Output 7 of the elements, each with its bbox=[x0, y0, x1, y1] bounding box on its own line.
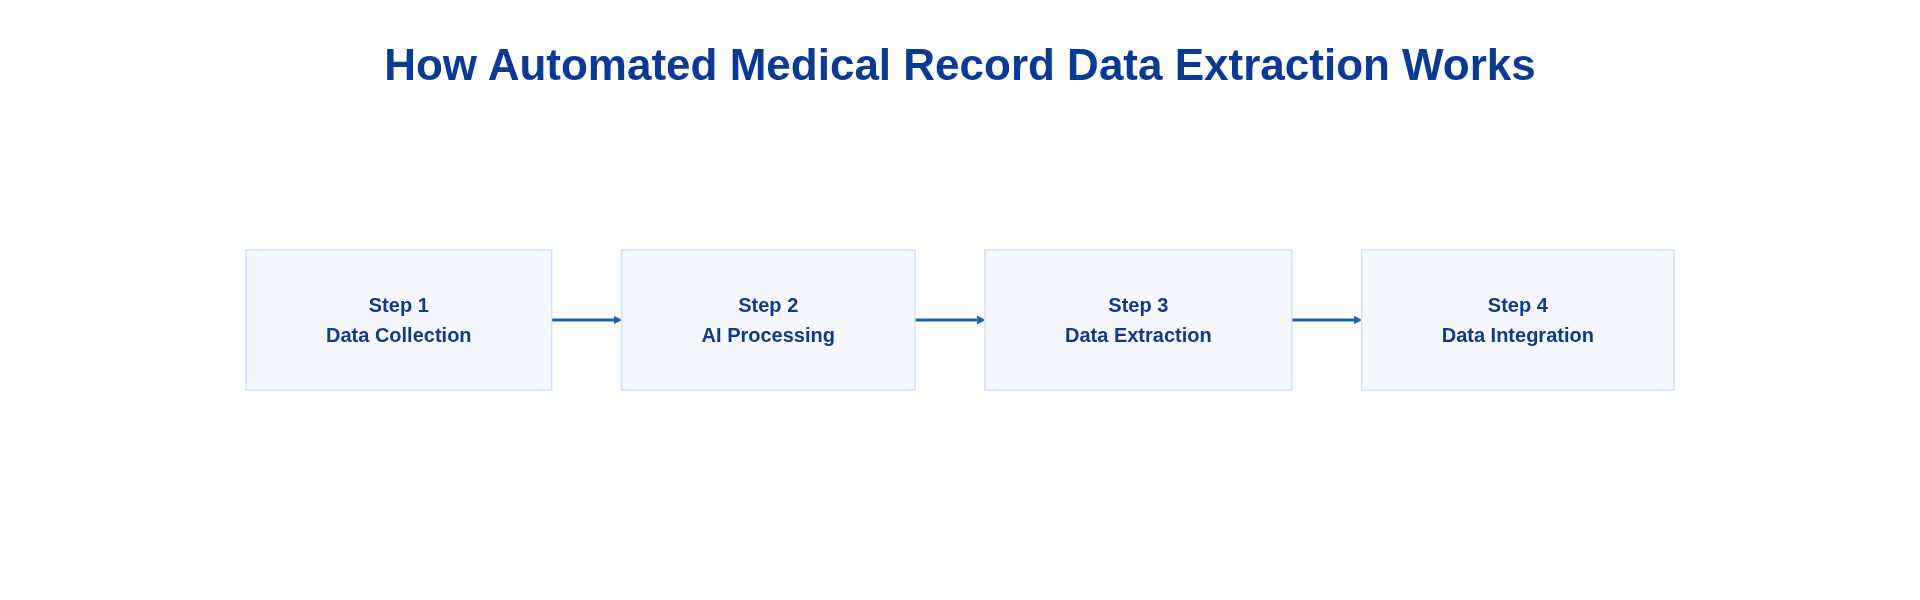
node-box: Step 2 AI Processing bbox=[620, 249, 916, 391]
node-box: Step 4 Data Integration bbox=[1360, 249, 1675, 391]
arrow bbox=[915, 315, 986, 325]
node-box: Step 1 Data Collection bbox=[245, 249, 553, 391]
arrow bbox=[551, 315, 622, 325]
diagram-title: How Automated Medical Record Data Extraction Works bbox=[384, 40, 1536, 90]
node-box: Step 3 Data Extraction bbox=[984, 249, 1293, 391]
